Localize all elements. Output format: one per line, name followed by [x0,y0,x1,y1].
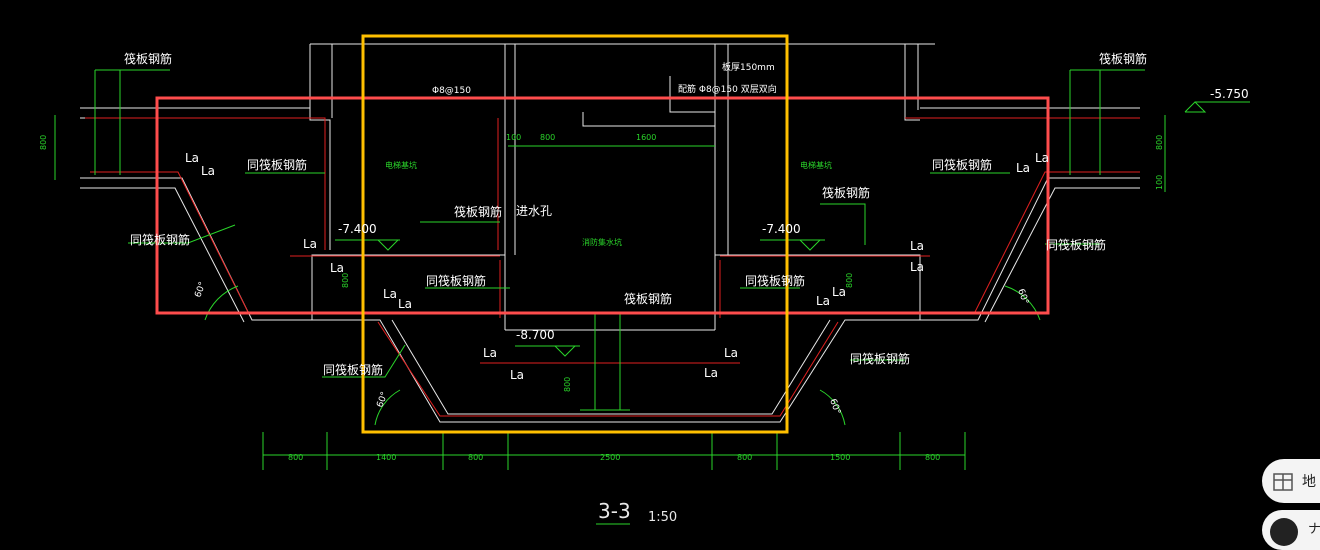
dim-800-pit-r: 800 [845,273,854,288]
dimension-lines [54,69,1250,470]
label-elev-sump: -8.700 [516,328,555,342]
label-raft-rebar-tr: 筏板钢筋 [1099,51,1147,66]
dim-bottom-1: 800 [288,453,303,462]
label-la-10: La [398,297,412,311]
label-angle-3: 60° [375,391,390,409]
label-dist-rebar: 配筋 Φ8@150 双层双向 [678,83,777,95]
label-la-9: La [383,287,397,301]
avatar [1270,518,1298,546]
label-water-inlet: 进水孔 [516,204,552,218]
label-elevator-pit-right: 电梯基坑 [800,160,832,170]
yellow-highlight-box [361,34,789,434]
structure-outline [80,43,1140,423]
label-same-raft-left-top: 同筏板钢筋 [247,157,307,172]
label-rebar-spec: Φ8@150 [432,86,471,96]
red-highlight-box [155,96,1050,315]
label-same-raft-mid-r: 同筏板钢筋 [745,273,805,288]
label-la-8: La [910,260,924,274]
label-angle-2: 60° [1015,288,1030,306]
dim-bottom-2: 1400 [376,453,396,462]
cad-drawing-canvas: 筏板钢筋 筏板钢筋 -5.750 Φ8@150 板厚150mm 配筋 Φ8@15… [39,34,1250,525]
label-same-raft-bottom-r: 同筏板钢筋 [850,351,910,366]
label-la-3: La [1016,161,1030,175]
building-icon [1273,473,1293,491]
drawing-labels: 筏板钢筋 筏板钢筋 -5.750 Φ8@150 板厚150mm 配筋 Φ8@15… [39,51,1249,416]
floating-map-button[interactable]: 地 [1262,459,1320,503]
floating-button2-label: ナ [1308,522,1320,537]
dim-100-right: 100 [1155,175,1164,190]
label-elev-right-pit: -7.400 [762,222,801,236]
dim-800-sump: 800 [563,377,572,392]
label-sump-pit: 消防集水坑 [582,237,622,247]
label-la-5: La [303,237,317,251]
label-raft-rebar-center: 筏板钢筋 [624,291,672,306]
dim-100-top: 100 [506,133,521,142]
dim-800-top: 800 [540,133,555,142]
label-la-15: La [510,368,524,382]
label-same-raft-right-mid: 同筏板钢筋 [1046,237,1106,252]
label-slab-thickness: 板厚150mm [722,61,775,73]
dim-bottom-3: 800 [468,453,483,462]
dim-800-pit-l: 800 [341,273,350,288]
label-elev-left-pit: -7.400 [338,222,377,236]
label-elevator-pit-left: 电梯基坑 [385,160,417,170]
dim-bottom-5: 800 [737,453,752,462]
label-same-raft-left-mid: 同筏板钢筋 [130,232,190,247]
section-title: 3-3 1:50 [596,499,677,525]
label-la-16: La [704,366,718,380]
label-raft-rebar-tl: 筏板钢筋 [124,51,172,66]
dim-800-left: 800 [39,135,48,150]
label-la-12: La [832,285,846,299]
label-la-11: La [816,294,830,308]
dim-bottom-4: 2500 [600,453,620,462]
bottom-dimensions: 800 1400 800 2500 800 1500 800 [288,453,940,462]
label-same-raft-bottom-l: 同筏板钢筋 [323,362,383,377]
dim-bottom-6: 1500 [830,453,850,462]
label-la-2: La [201,164,215,178]
floating-button-label: 地 [1302,474,1316,490]
dim-1600-top: 1600 [636,133,656,142]
label-la-7: La [330,261,344,275]
section-name: 3-3 [598,499,631,523]
label-angle-4: 60° [827,398,842,416]
label-angle-1: 60° [193,281,208,299]
label-raft-rebar-mid-r: 筏板钢筋 [822,185,870,200]
label-la-6: La [910,239,924,253]
label-raft-rebar-mid-l: 筏板钢筋 [454,204,502,219]
dim-800-right: 800 [1155,135,1164,150]
label-la-1: La [185,151,199,165]
label-la-13: La [483,346,497,360]
label-la-4: La [1035,151,1049,165]
label-la-14: La [724,346,738,360]
label-elev-top: -5.750 [1210,87,1249,101]
label-same-raft-right-top: 同筏板钢筋 [932,157,992,172]
label-same-raft-mid-l: 同筏板钢筋 [426,273,486,288]
section-scale: 1:50 [648,510,677,525]
floating-secondary-button[interactable]: ナ [1262,510,1320,550]
dim-bottom-7: 800 [925,453,940,462]
rebar-lines [85,117,1140,417]
